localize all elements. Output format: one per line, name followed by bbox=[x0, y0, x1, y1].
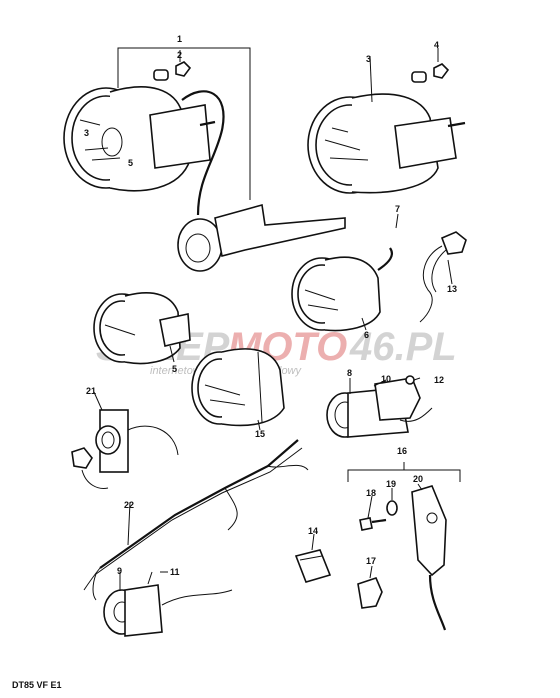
callout-15: 15 bbox=[255, 429, 265, 439]
part-15-meter bbox=[191, 348, 285, 427]
callout-3: 3 bbox=[366, 54, 371, 64]
callout-7: 7 bbox=[395, 204, 400, 214]
watermark-text-right: 46.PL bbox=[349, 325, 457, 369]
part-3-tachometer bbox=[307, 63, 466, 194]
callout-17: 17 bbox=[366, 556, 376, 566]
callout-18: 18 bbox=[366, 488, 376, 498]
callout-21: 21 bbox=[86, 386, 96, 396]
callout-1: 1 bbox=[177, 34, 182, 44]
part-16-switch-assembly bbox=[347, 462, 461, 631]
part-5-meter bbox=[93, 292, 191, 365]
part-21-indicator-housing bbox=[71, 409, 179, 489]
part-13-bulb-socket bbox=[419, 231, 467, 323]
callout-13: 13 bbox=[447, 284, 457, 294]
part-1-speedometer-assembly: 3 5 bbox=[63, 47, 346, 272]
callout-9: 9 bbox=[117, 566, 122, 576]
part-9-unit bbox=[103, 571, 233, 637]
callout-10: 10 bbox=[381, 374, 391, 384]
callout-4: 4 bbox=[434, 40, 439, 50]
callout-20: 20 bbox=[413, 474, 423, 484]
callout-5: 5 bbox=[172, 364, 177, 374]
callout-2: 2 bbox=[177, 50, 182, 60]
callout-14: 14 bbox=[308, 526, 318, 536]
callout-8: 8 bbox=[347, 368, 352, 378]
callout-19: 19 bbox=[386, 479, 396, 489]
svg-text:5: 5 bbox=[128, 158, 133, 168]
callout-11: 11 bbox=[170, 567, 180, 577]
part-14-gasket bbox=[294, 549, 332, 583]
part-6-meter bbox=[291, 247, 394, 332]
callout-6: 6 bbox=[364, 330, 369, 340]
part-8-sender-unit bbox=[326, 375, 433, 438]
callout-22: 22 bbox=[124, 500, 134, 510]
diagram-caption: DT85 VF E1 bbox=[12, 680, 62, 690]
svg-text:3: 3 bbox=[84, 128, 89, 138]
callout-labels: 1 2 3 4 5 6 7 8 9 10 11 12 13 14 15 16 1… bbox=[86, 34, 457, 577]
callout-12: 12 bbox=[434, 375, 444, 385]
part-22-wiring-harness bbox=[83, 439, 309, 601]
callout-leaders bbox=[93, 48, 453, 590]
callout-16: 16 bbox=[397, 446, 407, 456]
